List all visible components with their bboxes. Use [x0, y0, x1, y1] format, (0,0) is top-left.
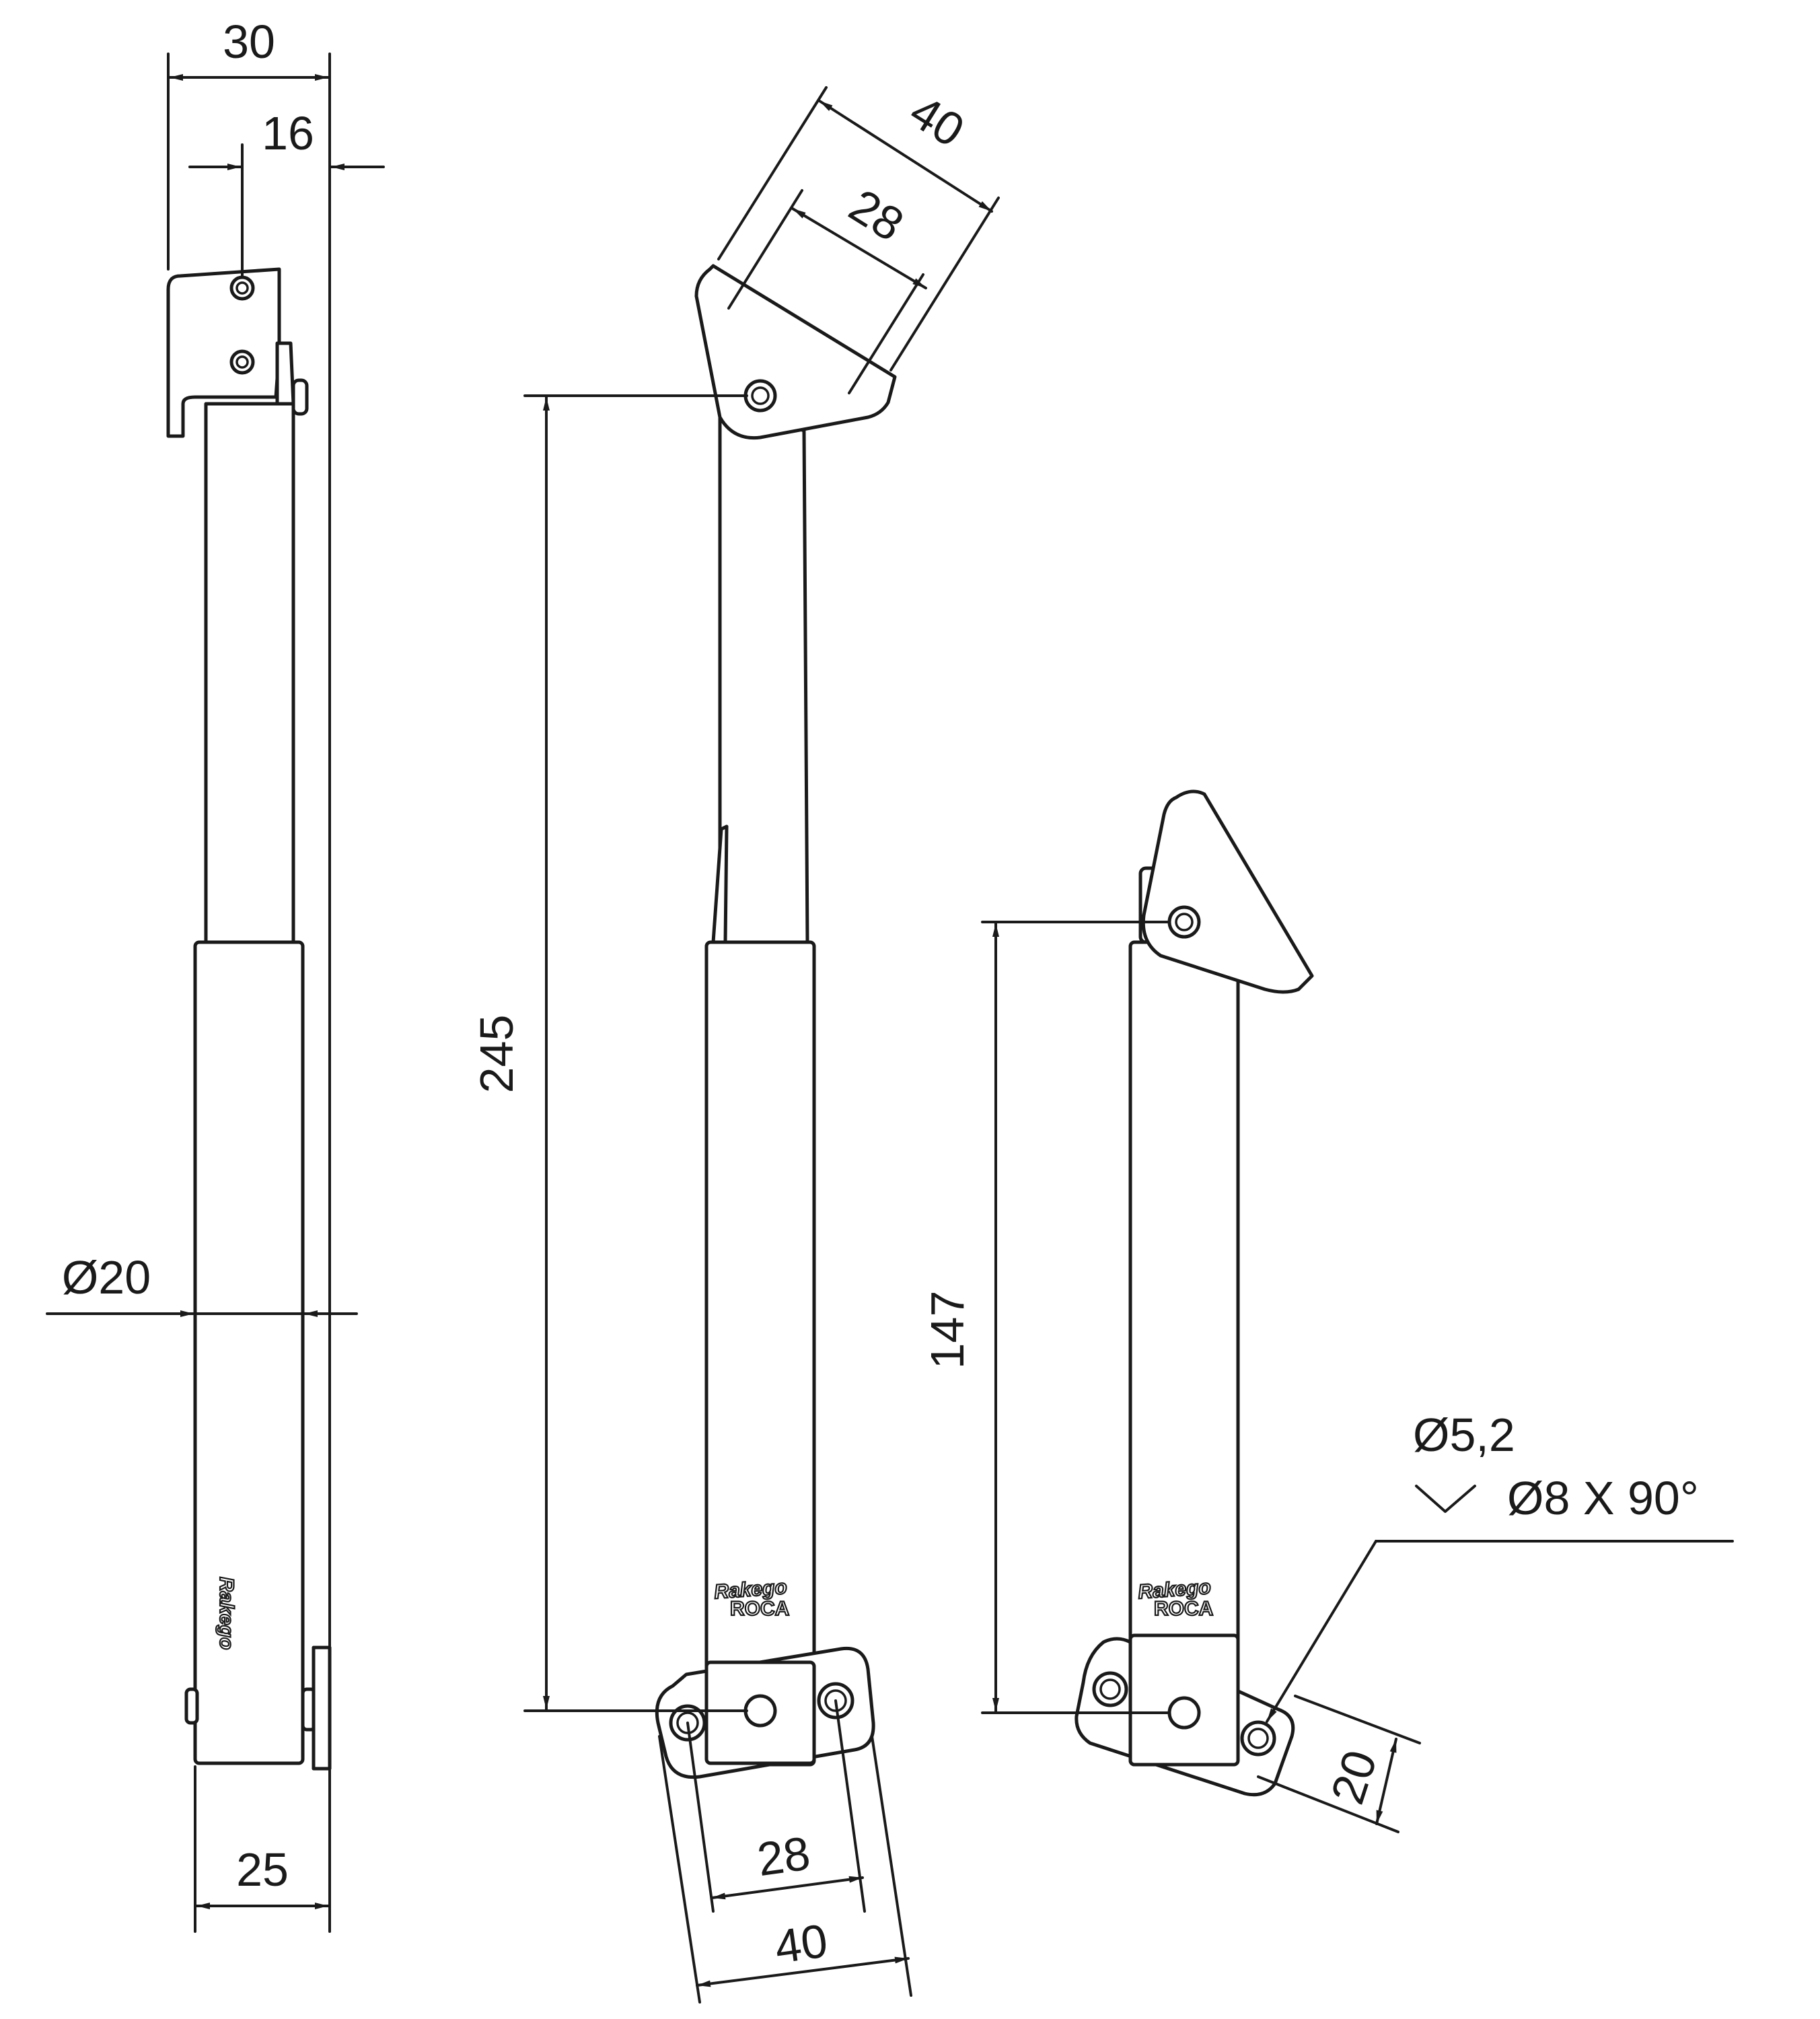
side-view-top-tab [275, 341, 295, 406]
side-view-bracket-hole-bottom-inner [235, 355, 249, 369]
compressed-view-base-hole-left [1092, 1671, 1128, 1707]
compressed-view-logo-bottom: ROCA [1154, 1598, 1213, 1620]
dim-245-label: 245 [470, 1015, 523, 1094]
dim-base-28-label: 28 [754, 1827, 813, 1886]
dim-base-40-ext-left [658, 1735, 701, 2004]
hole-callout-diameter: Ø5,2 [1413, 1409, 1515, 1461]
dim-20-line [1375, 1738, 1397, 1825]
side-view-bracket-hole-top-inner [235, 281, 249, 295]
dim-top-40-label: 40 [901, 85, 973, 157]
extended-view-rod [718, 395, 809, 944]
compressed-view-top-pivot-hole-inner [1175, 913, 1194, 931]
side-view-top-pin [291, 378, 309, 416]
side-view-logo-fragment: Rakego [215, 1577, 238, 1650]
dim-base-40-label: 40 [772, 1914, 831, 1973]
compressed-view: Rakego ROCA 147 20 Ø5,2 Ø8 X 90° [921, 789, 1734, 1833]
compressed-view-base-hole-right-inner [1247, 1728, 1269, 1749]
side-view: Rakego 30 16 Ø20 25 [46, 15, 385, 1933]
dim-20-ext-top [1294, 1695, 1421, 1744]
extended-view-top-pivot-hole [743, 379, 777, 413]
countersink-symbol-icon [1415, 1485, 1476, 1513]
dim-base-28-ext-left [686, 1722, 715, 1913]
dim-25-label: 25 [236, 1843, 289, 1896]
dim-top-28-line [791, 207, 927, 289]
compressed-view-base-hole-right [1240, 1720, 1276, 1757]
extended-view-top-pivot-hole-inner [751, 386, 770, 405]
extended-view-cylinder [704, 940, 816, 1767]
dim-16-label: 16 [262, 107, 314, 160]
hole-callout-countersink: Ø8 X 90° [1507, 1472, 1699, 1524]
compressed-view-top-bracket [1141, 789, 1314, 994]
compressed-view-logo-top: Rakego [1137, 1576, 1211, 1603]
extended-view-base-hole-right-inner [824, 1689, 847, 1712]
dim-20-label: 20 [1321, 1744, 1387, 1810]
extended-view-logo-top: Rakego [713, 1576, 787, 1603]
compressed-view-base-pivot-hole [1167, 1696, 1201, 1730]
dim-base-40-ext-right [871, 1735, 912, 1997]
dim-d20-label: Ø20 [62, 1251, 151, 1304]
extended-view-rod-tab [711, 824, 729, 944]
extended-view-base-pivot-hole [743, 1694, 777, 1728]
hole-callout-leader [1266, 1540, 1377, 1723]
dim-top-28-label: 28 [840, 179, 912, 251]
extended-view-base-hole-left-inner [676, 1711, 699, 1734]
extended-view: Rakego ROCA 40 28 245 28 40 [470, 85, 1000, 2004]
dim-top-40-ext-right [889, 197, 1000, 371]
dim-top-28-ext-left [727, 189, 803, 310]
side-view-base-plate [312, 1645, 332, 1771]
side-view-bracket-hole-top [229, 275, 255, 301]
dim-147-label: 147 [921, 1291, 974, 1370]
dim-base-28-line [711, 1876, 864, 1900]
extended-view-logo-bottom: ROCA [730, 1598, 789, 1620]
dim-20-ext-bottom [1257, 1775, 1399, 1833]
dim-top-28-ext-right [848, 273, 924, 394]
side-view-cylinder [193, 940, 305, 1765]
side-view-bracket-hole-bottom [229, 349, 255, 375]
dim-30-label: 30 [223, 15, 275, 68]
dim-top-40-ext-left [717, 86, 828, 260]
extended-view-top-bracket [694, 264, 897, 440]
compressed-view-top-pivot-hole [1167, 905, 1201, 939]
side-view-base-pin-left [184, 1687, 199, 1725]
side-view-rod [204, 402, 295, 951]
dim-top-40-line [818, 100, 993, 213]
compressed-view-base-hole-left-inner [1099, 1678, 1121, 1700]
side-view-top-bracket [166, 267, 281, 438]
dim-base-40-line [696, 1956, 910, 1987]
